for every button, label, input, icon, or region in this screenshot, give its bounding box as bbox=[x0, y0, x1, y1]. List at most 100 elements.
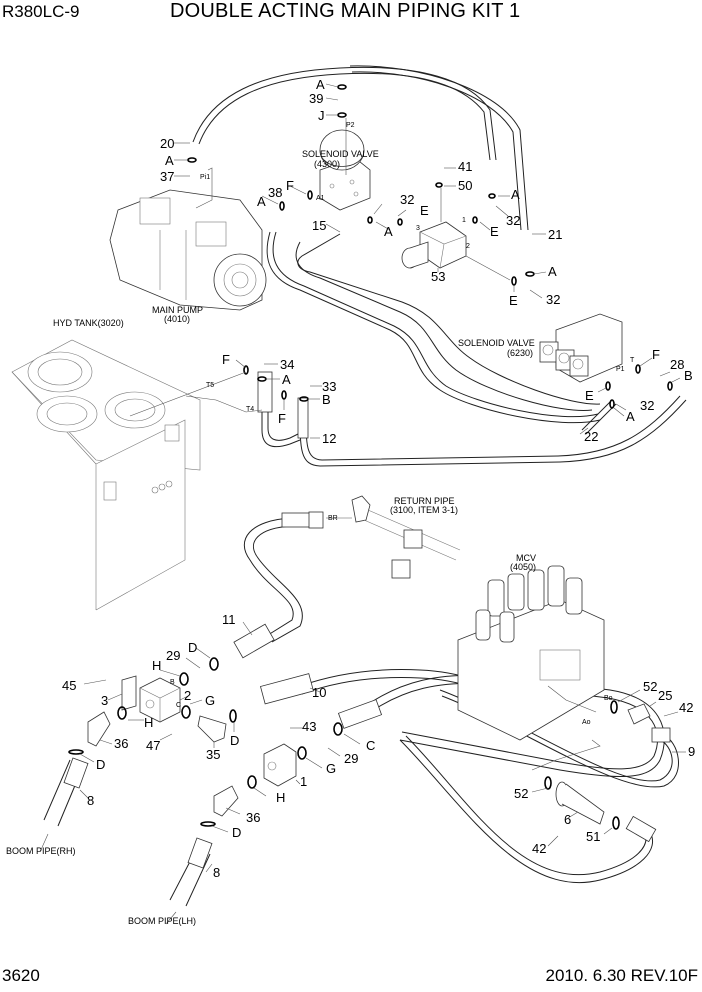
callout-f: F bbox=[652, 347, 660, 362]
plate-3 bbox=[121, 675, 137, 711]
callout-e: E bbox=[509, 293, 518, 308]
callout-25: 25 bbox=[658, 688, 672, 703]
hose-20-21 bbox=[192, 65, 529, 231]
callout-36: 36 bbox=[246, 810, 260, 825]
mcv-code: (4050) bbox=[510, 562, 536, 572]
callout-a: A bbox=[257, 194, 266, 209]
page-title: DOUBLE ACTING MAIN PIPING KIT 1 bbox=[170, 0, 521, 22]
callout-29: 29 bbox=[166, 648, 180, 663]
leader-lines bbox=[39, 83, 686, 925]
callout-42: 42 bbox=[679, 700, 693, 715]
callout-a: A bbox=[316, 77, 325, 92]
callout-32: 32 bbox=[400, 192, 414, 207]
callout-e: E bbox=[420, 203, 429, 218]
callout-f: F bbox=[286, 178, 294, 193]
return-pipe bbox=[351, 495, 461, 579]
callout-c: C bbox=[366, 738, 375, 753]
port-t: T bbox=[630, 357, 635, 364]
hose-6-51 bbox=[399, 735, 657, 883]
callout-20: 20 bbox=[160, 136, 174, 151]
elbow-36-bot bbox=[213, 785, 239, 817]
callout-f: F bbox=[278, 411, 286, 426]
callout-d: D bbox=[232, 825, 241, 840]
callout-j: J bbox=[318, 108, 325, 123]
callout-39: 39 bbox=[309, 91, 323, 106]
callout-28: 28 bbox=[670, 357, 684, 372]
callout-b: B bbox=[322, 392, 331, 407]
callout-d: D bbox=[188, 640, 197, 655]
callout-45: 45 bbox=[62, 678, 76, 693]
mcv-4050 bbox=[457, 565, 605, 741]
solenoid-valve-6230 bbox=[539, 313, 623, 383]
port-t5: T5 bbox=[206, 382, 214, 389]
pipe-15-to-6230 bbox=[266, 231, 601, 424]
callout-36: 36 bbox=[114, 736, 128, 751]
callout-d: D bbox=[96, 757, 105, 772]
solenoid-valve-6230-code: (6230) bbox=[507, 348, 533, 358]
flange-6 bbox=[555, 781, 605, 825]
port-p1: P1 bbox=[616, 366, 625, 373]
mcv-label: MCV bbox=[516, 553, 536, 563]
callout-53: 53 bbox=[431, 269, 445, 284]
callout-38: 38 bbox=[268, 185, 282, 200]
callout-15: 15 bbox=[312, 218, 326, 233]
callout-g: G bbox=[205, 693, 215, 708]
port-p2: P2 bbox=[346, 122, 355, 129]
callout-35: 35 bbox=[206, 747, 220, 762]
callout-10: 10 bbox=[312, 685, 326, 700]
main-pump-label: MAIN PUMP bbox=[152, 305, 203, 315]
callout-a: A bbox=[384, 224, 393, 239]
port-ao: Ao bbox=[582, 719, 591, 726]
callout-12: 12 bbox=[322, 431, 336, 446]
callout-47: 47 bbox=[146, 738, 160, 753]
block-2 bbox=[139, 677, 181, 723]
callout-34: 34 bbox=[280, 357, 294, 372]
callout-29: 29 bbox=[344, 751, 358, 766]
callout-3: 3 bbox=[101, 693, 108, 708]
callout-22: 22 bbox=[584, 429, 598, 444]
callout-52: 52 bbox=[514, 786, 528, 801]
callout-6: 6 bbox=[564, 812, 571, 827]
callout-11: 11 bbox=[222, 612, 236, 627]
port-br: BR bbox=[328, 515, 338, 522]
port-2: 2 bbox=[466, 243, 470, 250]
callout-43: 43 bbox=[302, 719, 316, 734]
page-number: 3620 bbox=[2, 966, 40, 985]
callout-9: 9 bbox=[688, 744, 695, 759]
callout-e: E bbox=[490, 224, 499, 239]
port-3: 3 bbox=[416, 225, 420, 232]
callout-h: H bbox=[276, 790, 285, 805]
hydraulic-tank bbox=[11, 339, 201, 611]
revision-date: 2010. 6.30 REV.10F bbox=[545, 966, 699, 985]
port-1: 1 bbox=[462, 217, 466, 224]
model-number: R380LC-9 bbox=[2, 2, 80, 21]
solenoid-valve-4300 bbox=[319, 129, 371, 211]
port-bo: Bo bbox=[604, 695, 613, 702]
callout-42: 42 bbox=[532, 841, 546, 856]
flange-25 bbox=[627, 703, 651, 725]
callout-a: A bbox=[282, 372, 291, 387]
callout-32: 32 bbox=[546, 292, 560, 307]
hose-12 bbox=[257, 371, 309, 448]
callout-50: 50 bbox=[458, 178, 472, 193]
return-pipe-label: RETURN PIPE bbox=[394, 496, 455, 506]
callout-8: 8 bbox=[87, 793, 94, 808]
elbow-36-top bbox=[87, 711, 111, 747]
solenoid-valve-6230-label: SOLENOID VALVE bbox=[458, 338, 535, 348]
callout-32: 32 bbox=[506, 213, 520, 228]
boom-pipe-rh-label: BOOM PIPE(RH) bbox=[6, 846, 76, 856]
callout-a: A bbox=[626, 409, 635, 424]
callout-a: A bbox=[165, 153, 174, 168]
block-1 bbox=[263, 743, 297, 787]
callout-a: A bbox=[548, 264, 557, 279]
boom-pipe-lh-label: BOOM PIPE(LH) bbox=[128, 916, 196, 926]
boom-pipe-rh bbox=[43, 757, 89, 827]
elbow-35 bbox=[197, 715, 227, 743]
callout-h: H bbox=[144, 715, 153, 730]
callout-33: 33 bbox=[322, 379, 336, 394]
callout-52: 52 bbox=[643, 679, 657, 694]
callout-f: F bbox=[222, 352, 230, 367]
return-pipe-code: (3100, ITEM 3-1) bbox=[390, 505, 458, 515]
port-a1: A1 bbox=[316, 195, 325, 202]
